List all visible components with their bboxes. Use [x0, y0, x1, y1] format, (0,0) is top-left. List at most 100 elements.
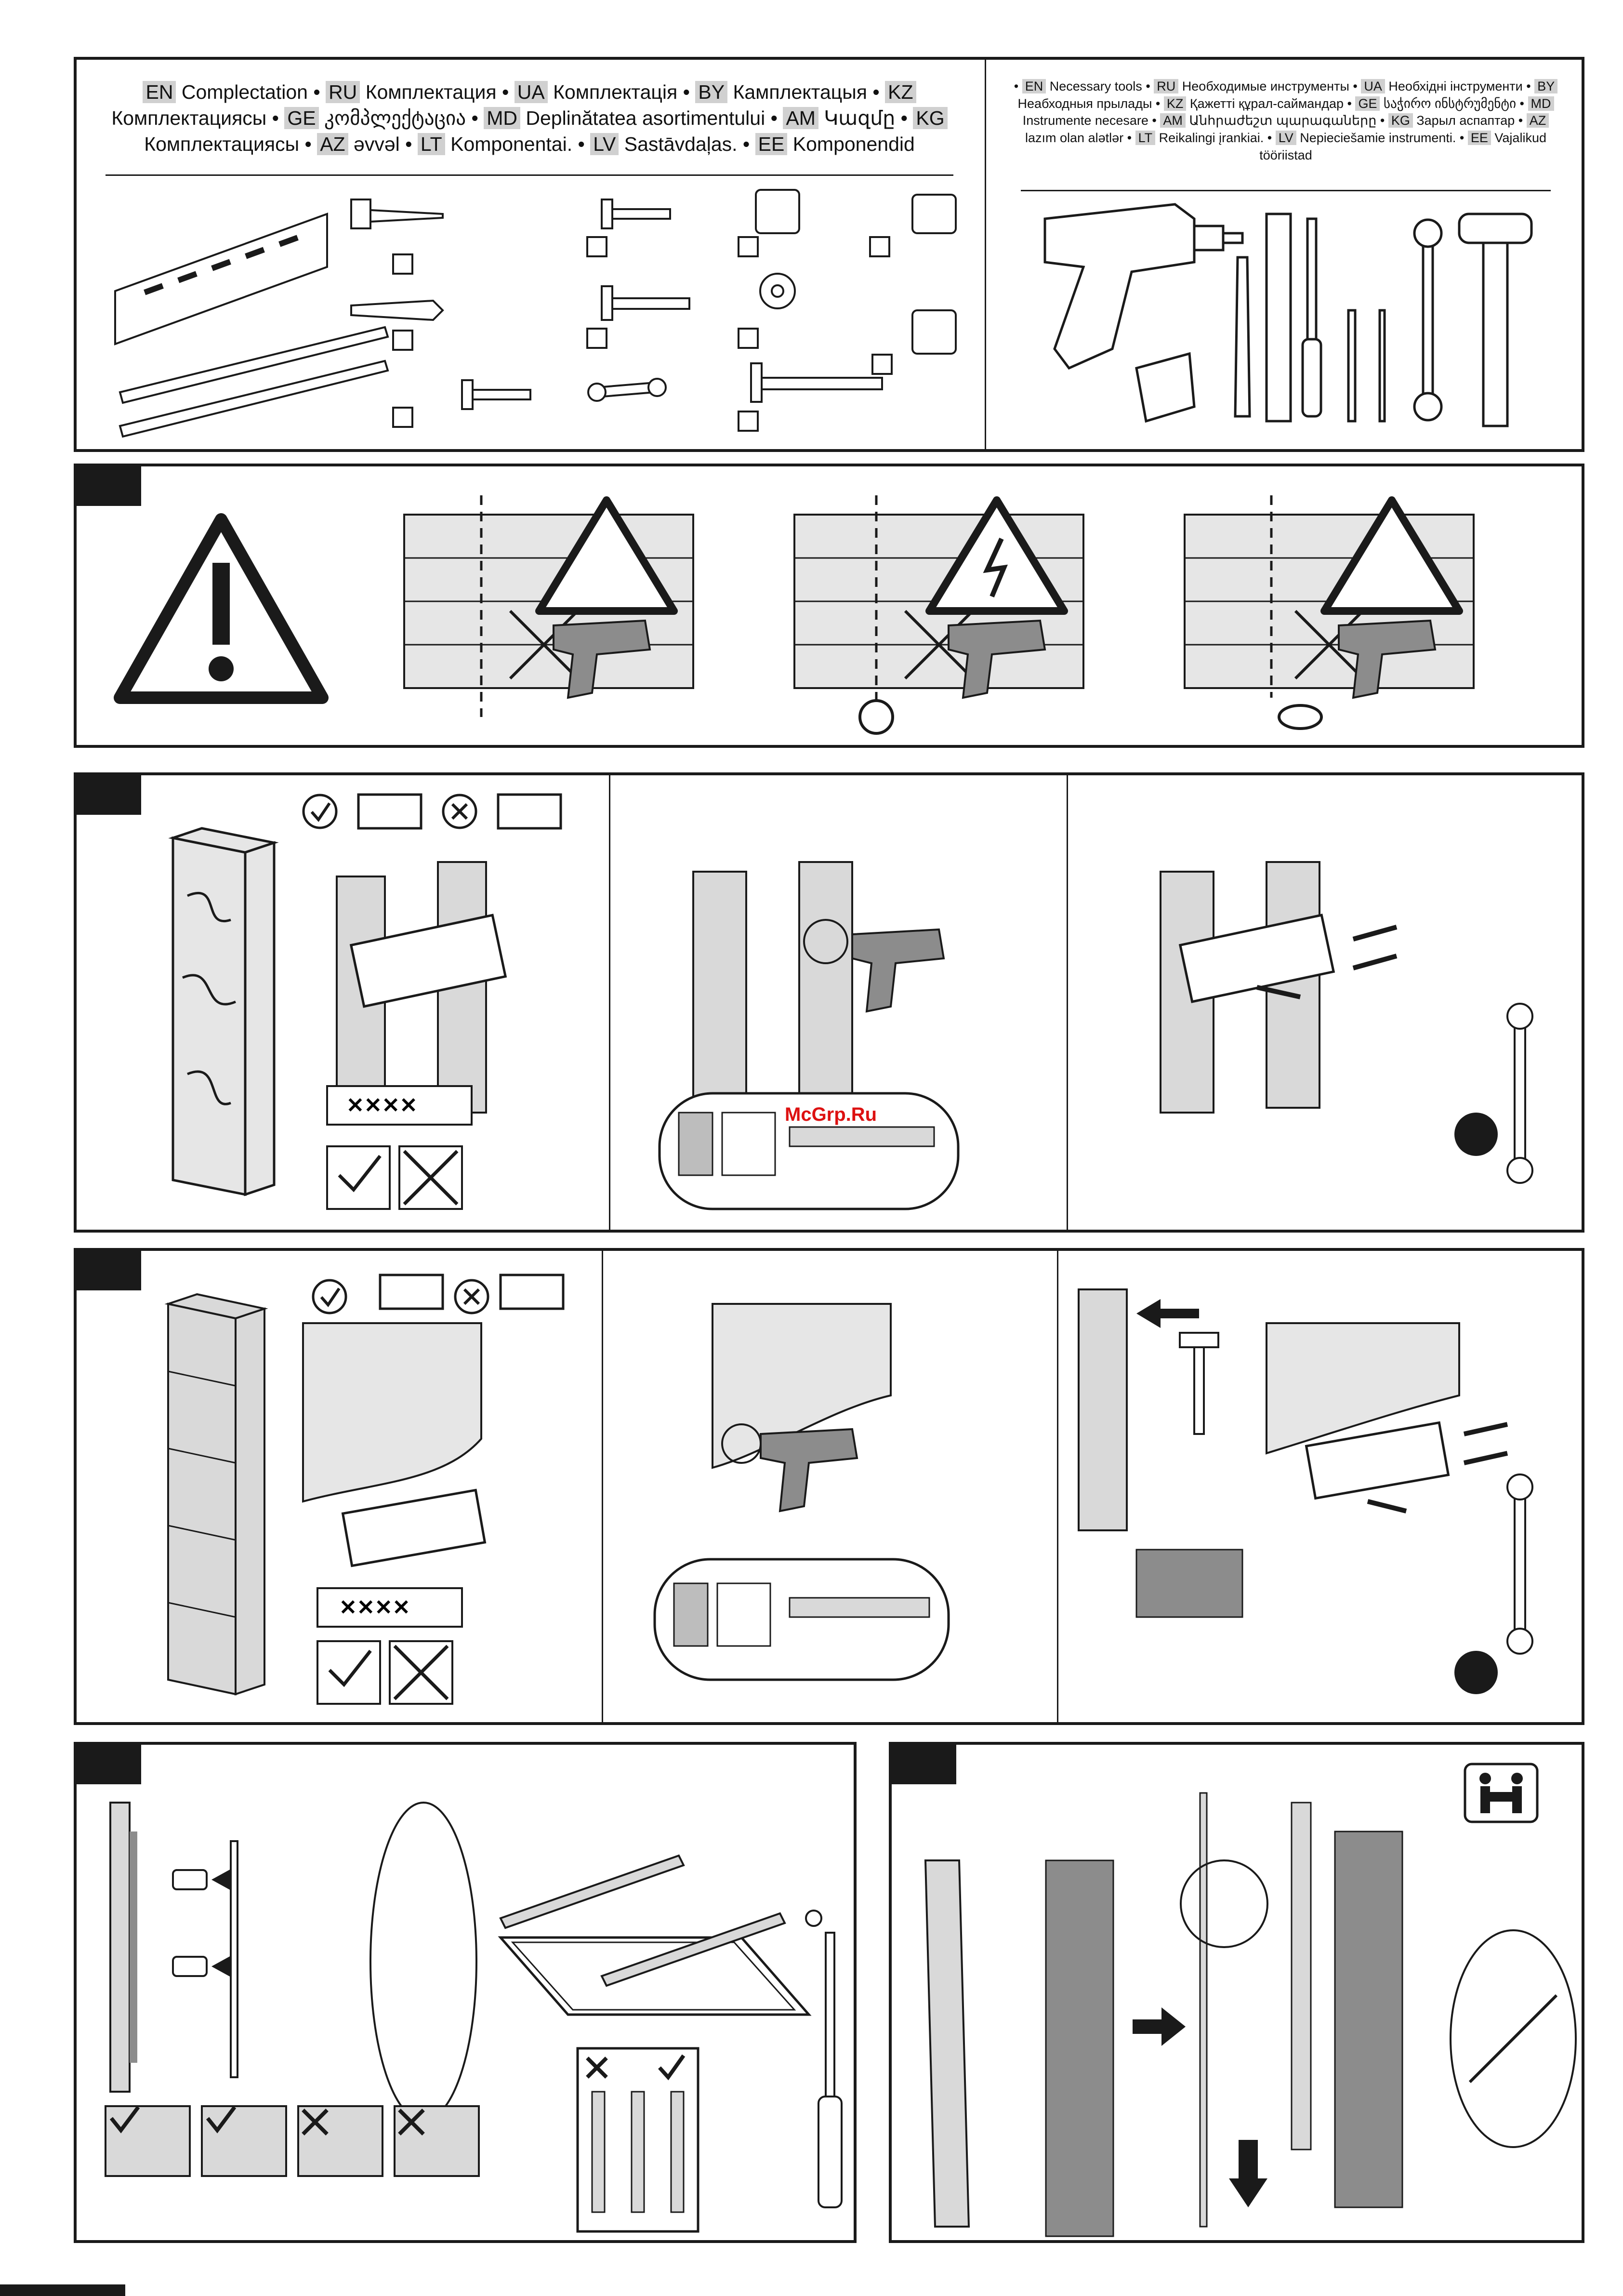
tools-drawings	[1043, 203, 1533, 427]
component-checkbox[interactable]	[738, 236, 759, 257]
lang-code: AZ	[1526, 113, 1549, 128]
step-tab	[74, 772, 141, 815]
gas-burner-icon	[1278, 704, 1323, 730]
component-checkbox[interactable]	[586, 236, 607, 257]
lang-code: BY	[1534, 79, 1558, 93]
tv-arms-panel	[74, 1742, 857, 2243]
lang-code: LT	[417, 133, 445, 156]
arrow-left-icon	[211, 1869, 231, 1890]
drill-icon	[1043, 203, 1196, 370]
tape-measure-icon	[1135, 352, 1196, 423]
lang-code: AZ	[317, 133, 348, 156]
arrow-down-icon	[1229, 2140, 1267, 2207]
level-ok-icon	[357, 793, 422, 830]
watermark: McGrp.Ru	[785, 1104, 877, 1125]
component-text: Комплектациясы	[111, 107, 267, 130]
component-checkbox[interactable]	[738, 411, 759, 432]
tool-text: Зарыл аспаптар	[1416, 113, 1515, 128]
step-tab	[74, 1742, 141, 1784]
step-divider	[609, 775, 610, 1230]
wood-stud-panel: ✕✕✕✕ McGrp.Ru	[74, 772, 1584, 1233]
arrow-left-icon	[211, 1956, 231, 1977]
component-checkbox[interactable]	[392, 253, 413, 275]
drill-icon	[760, 1428, 858, 1513]
drill-icon	[948, 619, 1046, 699]
screwdriver-icon	[825, 1932, 835, 2097]
check-icon	[206, 2106, 237, 2134]
lang-code: BY	[695, 81, 728, 103]
component-checkbox[interactable]	[392, 330, 413, 351]
level-bad-icon	[497, 793, 562, 830]
step-tab	[889, 1742, 956, 1784]
tool-text: Instrumente necesare	[1022, 113, 1148, 128]
step-tab	[74, 464, 141, 506]
lang-code: KZ	[1163, 96, 1187, 111]
hang-tv-panel	[889, 1742, 1584, 2243]
lang-code: KZ	[885, 81, 916, 103]
wrench-icon	[1422, 241, 1434, 398]
component-checkbox[interactable]	[586, 328, 607, 349]
lang-code: GE	[1355, 96, 1380, 111]
lang-code: LV	[1275, 130, 1296, 145]
strength-icon	[1454, 1651, 1498, 1694]
component-text: əvvəl	[354, 133, 400, 156]
lang-code: MD	[484, 107, 520, 130]
lang-code: MD	[1528, 96, 1554, 111]
step-divider	[1067, 775, 1068, 1230]
level-ok-icon	[379, 1274, 444, 1310]
component-text: Կազմը	[824, 107, 896, 130]
component-text: Deplinătatea asortimentului	[526, 107, 765, 130]
component-checkbox[interactable]	[738, 328, 759, 349]
level-bad-icon	[499, 1274, 565, 1310]
mark-symbols: ✕✕✕✕	[346, 1094, 417, 1117]
tool-text: Անհրաժեշտ պարագաները	[1189, 113, 1377, 128]
check-icon	[312, 1279, 347, 1314]
tv-arms-drawings	[105, 1802, 843, 2233]
step-divider	[602, 1251, 603, 1722]
level-icon	[1265, 212, 1292, 423]
lang-code: EN	[143, 81, 176, 103]
component-text: Sastāvdaļas.	[624, 133, 738, 156]
lang-code: GE	[284, 107, 319, 130]
component-checkbox[interactable]	[869, 236, 890, 257]
wrench-icon	[1514, 1025, 1526, 1162]
pencil-icon	[1234, 256, 1251, 418]
strength-icon	[1454, 1113, 1498, 1156]
component-text: Комплектациясы	[144, 133, 300, 156]
component-text: Камплектацыя	[733, 81, 867, 103]
tool-text: Reikalingi įrankiai.	[1159, 130, 1264, 145]
drill-icon	[1338, 619, 1437, 699]
component-text: Complectation	[181, 81, 308, 103]
step-divider	[1057, 1251, 1058, 1722]
tool-text: Vajalikud tööriistad	[1259, 130, 1546, 162]
check-icon	[109, 2106, 140, 2134]
tools-rule	[1021, 190, 1551, 191]
component-text: Komponentai.	[450, 133, 573, 156]
check-icon	[658, 2054, 686, 2081]
mark-symbols: ✕✕✕✕	[339, 1596, 410, 1619]
lang-code: UA	[1361, 79, 1385, 93]
corner-badge	[0, 2284, 125, 2296]
electric-warning-icon	[925, 496, 1068, 615]
tool-text: Необхідні інструменти	[1388, 79, 1523, 93]
wood-stud-drawings: ✕✕✕✕	[168, 793, 1533, 1210]
lang-code: LT	[1135, 130, 1156, 145]
check-icon	[302, 794, 338, 829]
lang-code: EE	[755, 133, 788, 156]
lang-code: UA	[514, 81, 548, 103]
tool-text: Қажетті құрал-саймандар	[1189, 96, 1344, 111]
component-text: Komponendid	[792, 133, 915, 156]
lang-code: KG	[1388, 113, 1413, 128]
component-text: Комплектація	[553, 81, 678, 103]
cross-icon	[302, 2109, 329, 2136]
cross-icon	[586, 2057, 608, 2079]
drill-bit-icon	[1347, 309, 1357, 423]
component-text: Комплектация	[365, 81, 497, 103]
gas-warning-icon	[1320, 496, 1463, 615]
component-checkbox[interactable]	[392, 407, 413, 428]
component-text: კომპლექტაცია	[324, 107, 466, 130]
component-checkbox[interactable]	[871, 354, 893, 375]
drill-icon	[851, 928, 945, 1013]
lang-code: AM	[783, 107, 818, 130]
lang-code: LV	[590, 133, 619, 156]
